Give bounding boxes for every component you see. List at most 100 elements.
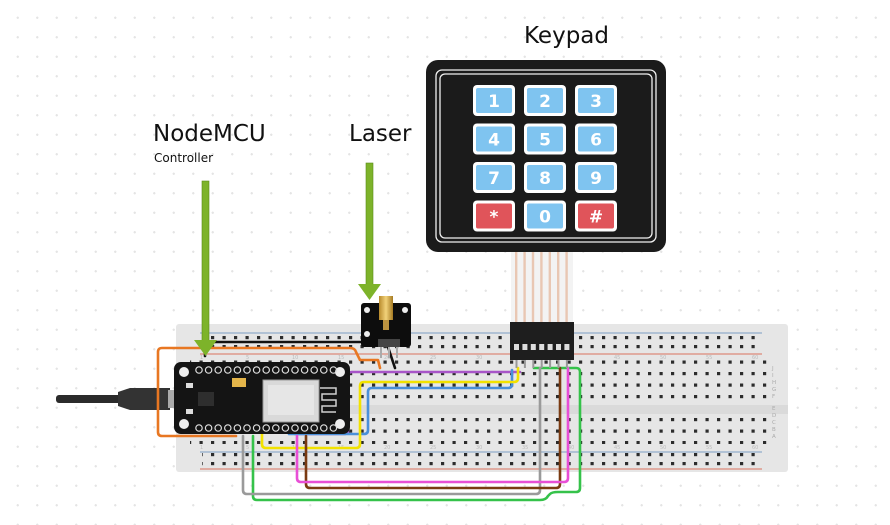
- nodemcu-pin: [319, 366, 328, 374]
- usb-serial-chip: [198, 392, 214, 406]
- key-star[interactable]: *: [473, 200, 515, 232]
- laser-label: Laser: [349, 121, 412, 147]
- nodemcu-pin: [281, 424, 290, 432]
- nodemcu-pin: [204, 424, 213, 432]
- center-channel: [176, 405, 788, 414]
- wire-green: [251, 366, 582, 502]
- row-letter: H: [772, 380, 776, 386]
- column-number: 55: [706, 445, 712, 451]
- keypad-label: Keypad: [524, 23, 609, 49]
- key-label: 0: [539, 208, 551, 228]
- key-8[interactable]: 8: [524, 162, 566, 193]
- ribbon-wire: [548, 252, 551, 324]
- key-9[interactable]: 9: [575, 162, 617, 193]
- rail-holes-bottom: [202, 453, 762, 471]
- key-1[interactable]: 1: [473, 85, 515, 116]
- key-6[interactable]: 6: [575, 123, 617, 155]
- row-letter: B: [772, 427, 776, 433]
- laser-module[interactable]: [361, 296, 411, 358]
- nodemcu-pin: [262, 366, 271, 374]
- nodemcu-sublabel: Controller: [154, 151, 214, 165]
- nodemcu-pin: [233, 366, 242, 374]
- nodemcu-arrow: [194, 180, 217, 356]
- key-3[interactable]: 3: [575, 85, 617, 116]
- wire-magenta: [295, 366, 570, 484]
- nodemcu-pin: [214, 366, 223, 374]
- key-label: 9: [590, 169, 602, 189]
- connector-pin: [556, 344, 561, 350]
- nodemcu-pins-bottom: [195, 424, 338, 432]
- voltage-regulator: [232, 378, 246, 387]
- connector-pin: [522, 344, 528, 350]
- ribbon-wire: [557, 252, 560, 324]
- column-number: 45: [614, 445, 620, 451]
- nodemcu-pin: [252, 366, 261, 374]
- nodemcu-pins-top: [195, 366, 338, 374]
- flash-button: [186, 409, 193, 414]
- connector-pin: [514, 344, 519, 350]
- nodemcu-pin: [233, 424, 242, 432]
- row-letter: F: [772, 394, 775, 400]
- nodemcu-pin: [224, 424, 232, 432]
- nodemcu-pin: [291, 424, 299, 432]
- row-letter: G: [772, 387, 776, 393]
- keypad-ribbon: [511, 252, 573, 324]
- column-number: 40: [568, 445, 574, 451]
- column-number: 30: [476, 355, 482, 361]
- wire-brown: [304, 366, 562, 490]
- keypad-connector: [510, 322, 574, 368]
- key-label: 2: [539, 92, 551, 112]
- nodemcu-pin: [195, 424, 203, 432]
- wire-orange: [156, 346, 382, 438]
- column-number: 10: [292, 355, 298, 361]
- column-number: 25: [430, 445, 436, 451]
- nodemcu-pin: [281, 366, 290, 374]
- row-letter: C: [772, 420, 776, 426]
- column-number: 20: [384, 355, 390, 361]
- key-hash[interactable]: #: [575, 200, 617, 232]
- nodemcu-pin: [271, 366, 280, 374]
- ribbon-wire: [523, 252, 526, 324]
- key-5[interactable]: 5: [524, 123, 566, 155]
- column-number: 15: [338, 355, 344, 361]
- nodemcu-pin: [300, 424, 309, 432]
- column-number: 30: [476, 445, 482, 451]
- nodemcu-board[interactable]: [174, 362, 350, 434]
- column-number: 50: [660, 355, 666, 361]
- row-letter: I: [772, 373, 774, 379]
- key-label: 7: [488, 169, 500, 189]
- connector-pin: [564, 344, 570, 350]
- esp8266-shield: [268, 385, 314, 415]
- column-number: 35: [522, 445, 528, 451]
- connector-pin: [547, 344, 553, 350]
- row-letter: E: [772, 406, 776, 412]
- keypad[interactable]: 1 2 3 4 5 6 7 8 9 * 0 #: [426, 60, 666, 252]
- key-label: 6: [590, 131, 602, 151]
- column-number: 1: [200, 355, 203, 361]
- key-label: *: [490, 208, 499, 228]
- nodemcu-pin: [310, 366, 319, 374]
- key-4[interactable]: 4: [473, 123, 515, 155]
- key-7[interactable]: 7: [473, 162, 515, 193]
- laser-arrow: [358, 162, 381, 300]
- nodemcu-pin: [243, 366, 251, 374]
- reset-button: [186, 383, 193, 388]
- ribbon-wire: [565, 252, 568, 324]
- key-label: 1: [488, 92, 500, 112]
- nodemcu-pin: [243, 424, 251, 432]
- row-letter: A: [772, 434, 776, 440]
- nodemcu-pin: [195, 366, 203, 374]
- column-number: 5: [246, 355, 249, 361]
- key-2[interactable]: 2: [524, 85, 566, 116]
- nodemcu-pin: [214, 424, 223, 432]
- key-label: #: [589, 208, 603, 228]
- nodemcu-pin: [319, 424, 328, 432]
- key-0[interactable]: 0: [524, 200, 566, 232]
- ribbon-wire: [540, 252, 543, 324]
- column-number: 25: [430, 355, 436, 361]
- laser-diode: [379, 296, 393, 320]
- key-label: 5: [539, 131, 551, 151]
- column-number: 50: [660, 445, 666, 451]
